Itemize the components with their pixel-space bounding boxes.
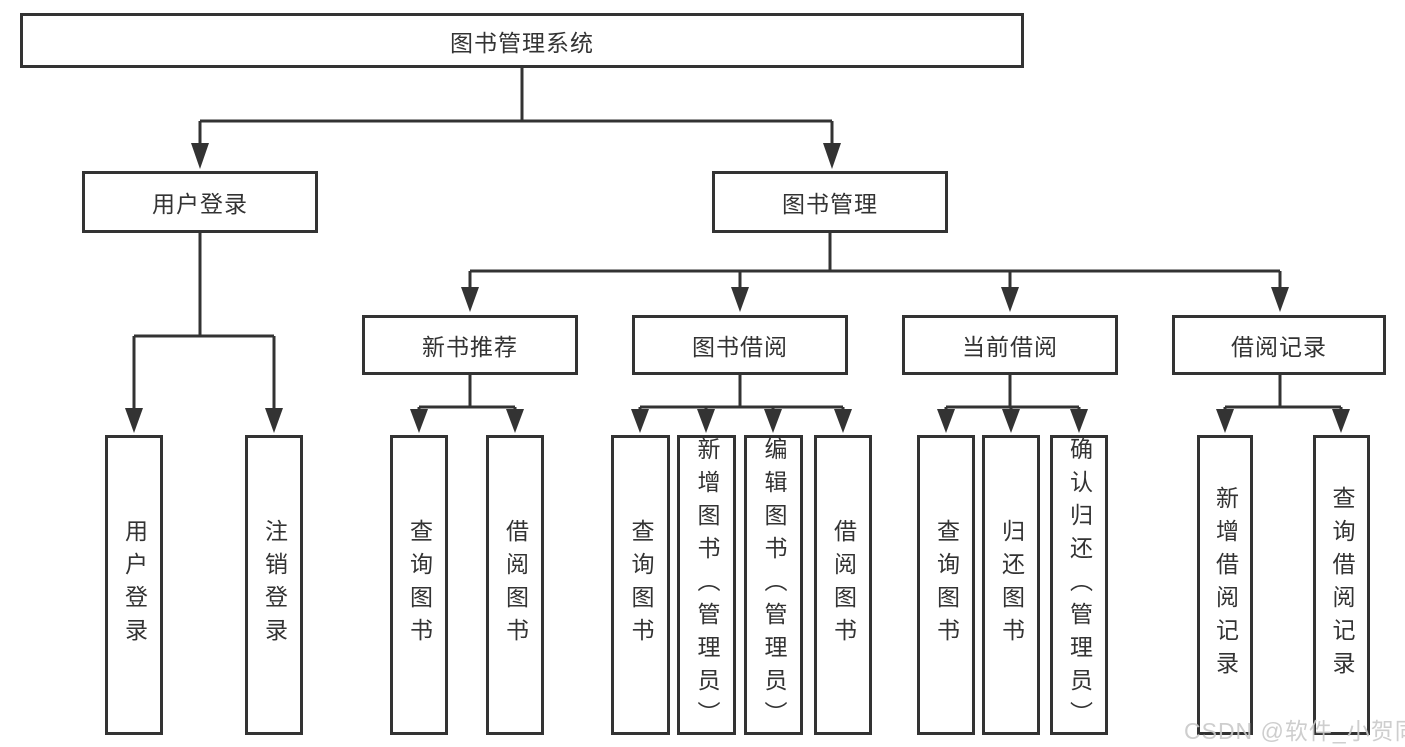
node-label: 图书借阅	[692, 334, 788, 360]
node-label: 图书管理	[782, 191, 878, 217]
node-user-login: 用户登录	[82, 171, 318, 233]
node-label: 查询图书	[628, 519, 654, 651]
node-borrowing-records: 借阅记录	[1172, 315, 1386, 375]
leaf-confirm-return-admin: 确认归还（管理员）	[1050, 435, 1108, 735]
leaf-edit-books-admin: 编辑图书（管理员）	[744, 435, 803, 735]
leaf-borrow-books-1: 借阅图书	[486, 435, 544, 735]
node-book-borrowing: 图书借阅	[632, 315, 848, 375]
node-label: 借阅图书	[502, 519, 529, 651]
node-label: 借阅记录	[1231, 334, 1327, 360]
node-label: 确认归还（管理员）	[1066, 436, 1093, 734]
node-label: 借阅图书	[830, 519, 857, 651]
node-root-library-system: 图书管理系统	[20, 13, 1024, 68]
node-label: 查询借阅记录	[1329, 486, 1355, 684]
leaf-add-borrow-record: 新增借阅记录	[1197, 435, 1253, 735]
leaf-add-books-admin: 新增图书（管理员）	[677, 435, 736, 735]
node-new-book-recommend: 新书推荐	[362, 315, 578, 375]
leaf-return-books: 归还图书	[982, 435, 1040, 735]
node-label: 新增图书（管理员）	[694, 436, 720, 734]
csdn-watermark: CSDN @软件_小贺同学	[1184, 718, 1405, 744]
node-current-borrowing: 当前借阅	[902, 315, 1118, 375]
node-book-management: 图书管理	[712, 171, 948, 233]
leaf-user-login: 用户登录	[105, 435, 163, 735]
leaf-query-books-3: 查询图书	[917, 435, 975, 735]
leaf-borrow-books-2: 借阅图书	[814, 435, 872, 735]
node-label: 用户登录	[121, 519, 148, 651]
leaf-query-borrow-record: 查询借阅记录	[1313, 435, 1370, 735]
node-label: 归还图书	[998, 519, 1025, 651]
node-label: 编辑图书（管理员）	[761, 436, 787, 734]
leaf-logout: 注销登录	[245, 435, 303, 735]
node-label: 新书推荐	[422, 334, 518, 360]
node-label: 查询图书	[406, 519, 433, 651]
node-label: 当前借阅	[962, 334, 1058, 360]
leaf-query-books-2: 查询图书	[611, 435, 670, 735]
node-label: 查询图书	[933, 519, 960, 651]
node-label: 新增借阅记录	[1212, 486, 1239, 684]
leaf-query-books-1: 查询图书	[390, 435, 448, 735]
node-label: 用户登录	[152, 191, 248, 217]
node-label: 图书管理系统	[450, 29, 594, 56]
node-label: 注销登录	[261, 519, 288, 651]
